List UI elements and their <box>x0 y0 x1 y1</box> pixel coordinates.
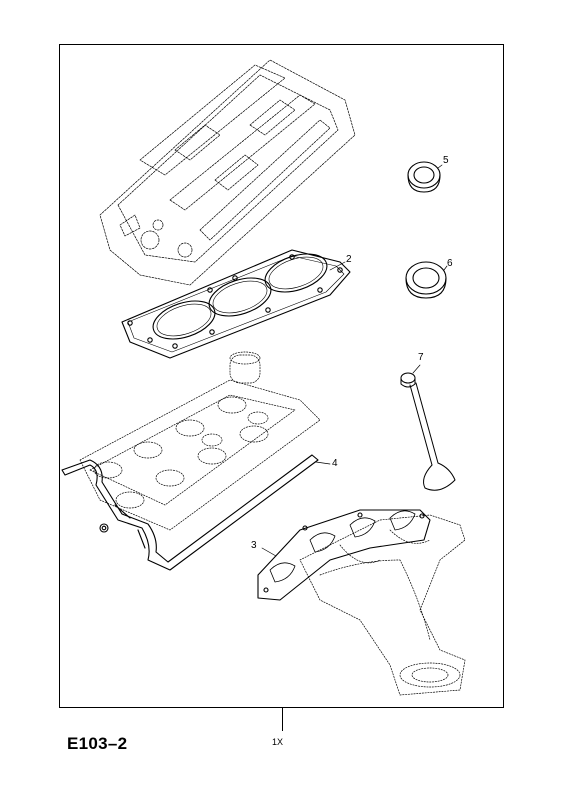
callout-4: 4 <box>332 458 338 469</box>
callout-5: 5 <box>443 155 449 166</box>
camshaft-seal-icon <box>405 261 448 299</box>
callout-6: 6 <box>447 258 453 269</box>
gasket-set-icon <box>99 59 356 286</box>
head-gasket-icon <box>121 249 351 359</box>
oil-seal-icon <box>407 161 443 193</box>
camshaft-housing-icon <box>79 351 321 531</box>
valve-icon <box>400 364 456 491</box>
exhaust-manifold-icon <box>299 514 466 696</box>
diagram-frame <box>59 44 504 708</box>
callout-2: 2 <box>346 254 352 265</box>
callout-3: 3 <box>251 540 257 551</box>
exhaust-gasket-icon <box>257 509 431 601</box>
reference-code: E103–2 <box>67 734 128 753</box>
callout-7: 7 <box>418 352 424 363</box>
quantity-label: 1X <box>272 737 284 747</box>
cam-cover-gasket-icon <box>61 454 319 571</box>
quantity-leader-line <box>282 708 283 731</box>
